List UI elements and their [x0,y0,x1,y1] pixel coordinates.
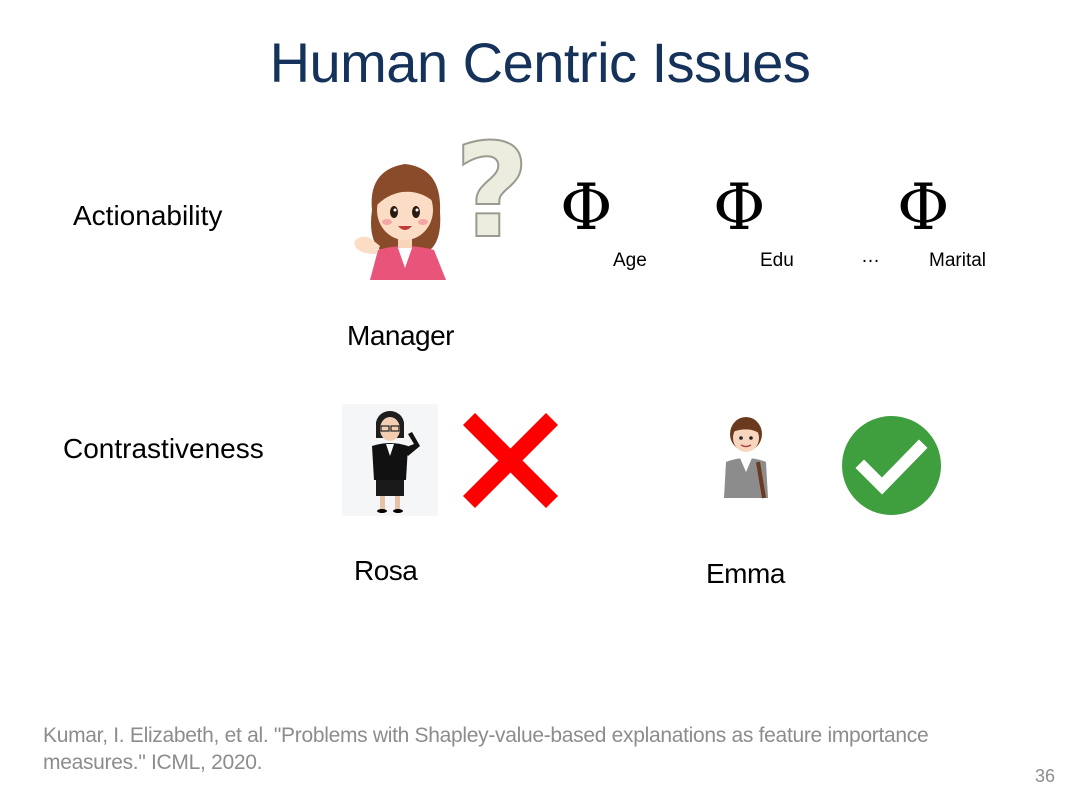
cross-stroke-1 [463,413,558,508]
feature-label-age: Age [613,250,647,271]
person-name-rosa: Rosa [354,555,418,586]
ellipsis: … [861,246,880,267]
page-number: 36 [1034,766,1055,786]
check-mark [855,439,928,495]
person-name-manager: Manager [347,320,455,351]
question-mark-icon: ? [452,128,532,243]
row-label-actionability: Actionability [73,200,223,231]
slide-title: Human Centric Issues [269,31,811,94]
feature-label-edu: Edu [760,250,794,271]
person-name-emma: Emma [706,558,785,589]
rosa-illustration [342,404,438,516]
phi-symbol-age: Φ [560,171,613,245]
emma-illustration [718,414,774,500]
check-circle [842,416,941,515]
manager-illustration [350,150,460,280]
row-label-contrastiveness: Contrastiveness [63,433,264,464]
cross-icon [463,413,558,508]
phi-symbol-edu: Φ [713,171,766,245]
svg-text:?: ? [454,128,529,243]
citation: Kumar, I. Elizabeth, et al. "Problems wi… [43,724,929,774]
check-icon [842,416,941,515]
feature-label-marital: Marital [929,250,987,271]
phi-symbol-marital: Φ [897,171,950,245]
